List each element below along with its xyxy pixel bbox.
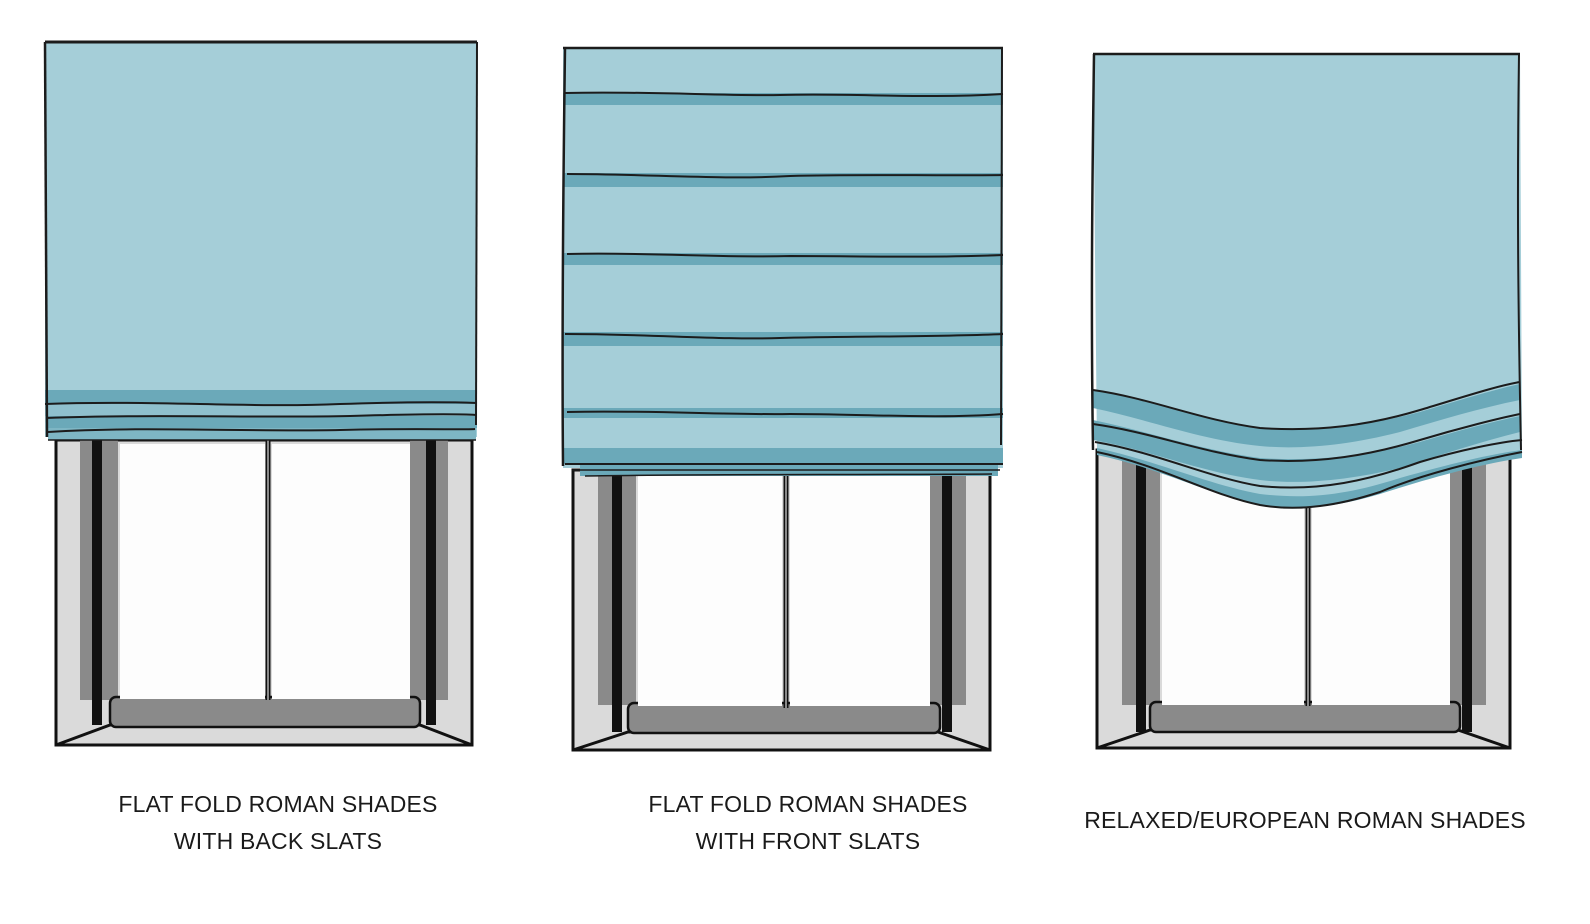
window-frame-icon [54, 438, 474, 747]
caption-line-1: FLAT FOLD ROMAN SHADES [118, 791, 438, 817]
caption-line-1: RELAXED/EUROPEAN ROMAN SHADES [1084, 807, 1526, 833]
window-frame-icon [1095, 448, 1512, 750]
illustration-flat-fold-back-slats [43, 40, 478, 747]
illustration-relaxed-european [1090, 52, 1523, 750]
caption-line-2: WITH BACK SLATS [173, 828, 383, 854]
caption-line-1: FLAT FOLD ROMAN SHADES [648, 791, 968, 817]
panel-flat-fold-back-slats: FLAT FOLD ROMAN SHADES WITH BACK SLATS [0, 0, 530, 924]
caption-flat-fold-front-slats: FLAT FOLD ROMAN SHADES WITH FRONT SLATS [556, 786, 1060, 860]
caption-line-2: WITH FRONT SLATS [695, 828, 921, 854]
caption-relaxed-european: RELAXED/EUROPEAN ROMAN SHADES [1060, 802, 1550, 839]
roman-shade-icon [1090, 52, 1523, 509]
caption-flat-fold-back-slats: FLAT FOLD ROMAN SHADES WITH BACK SLATS [0, 786, 556, 860]
roman-shade-icon [43, 40, 478, 441]
